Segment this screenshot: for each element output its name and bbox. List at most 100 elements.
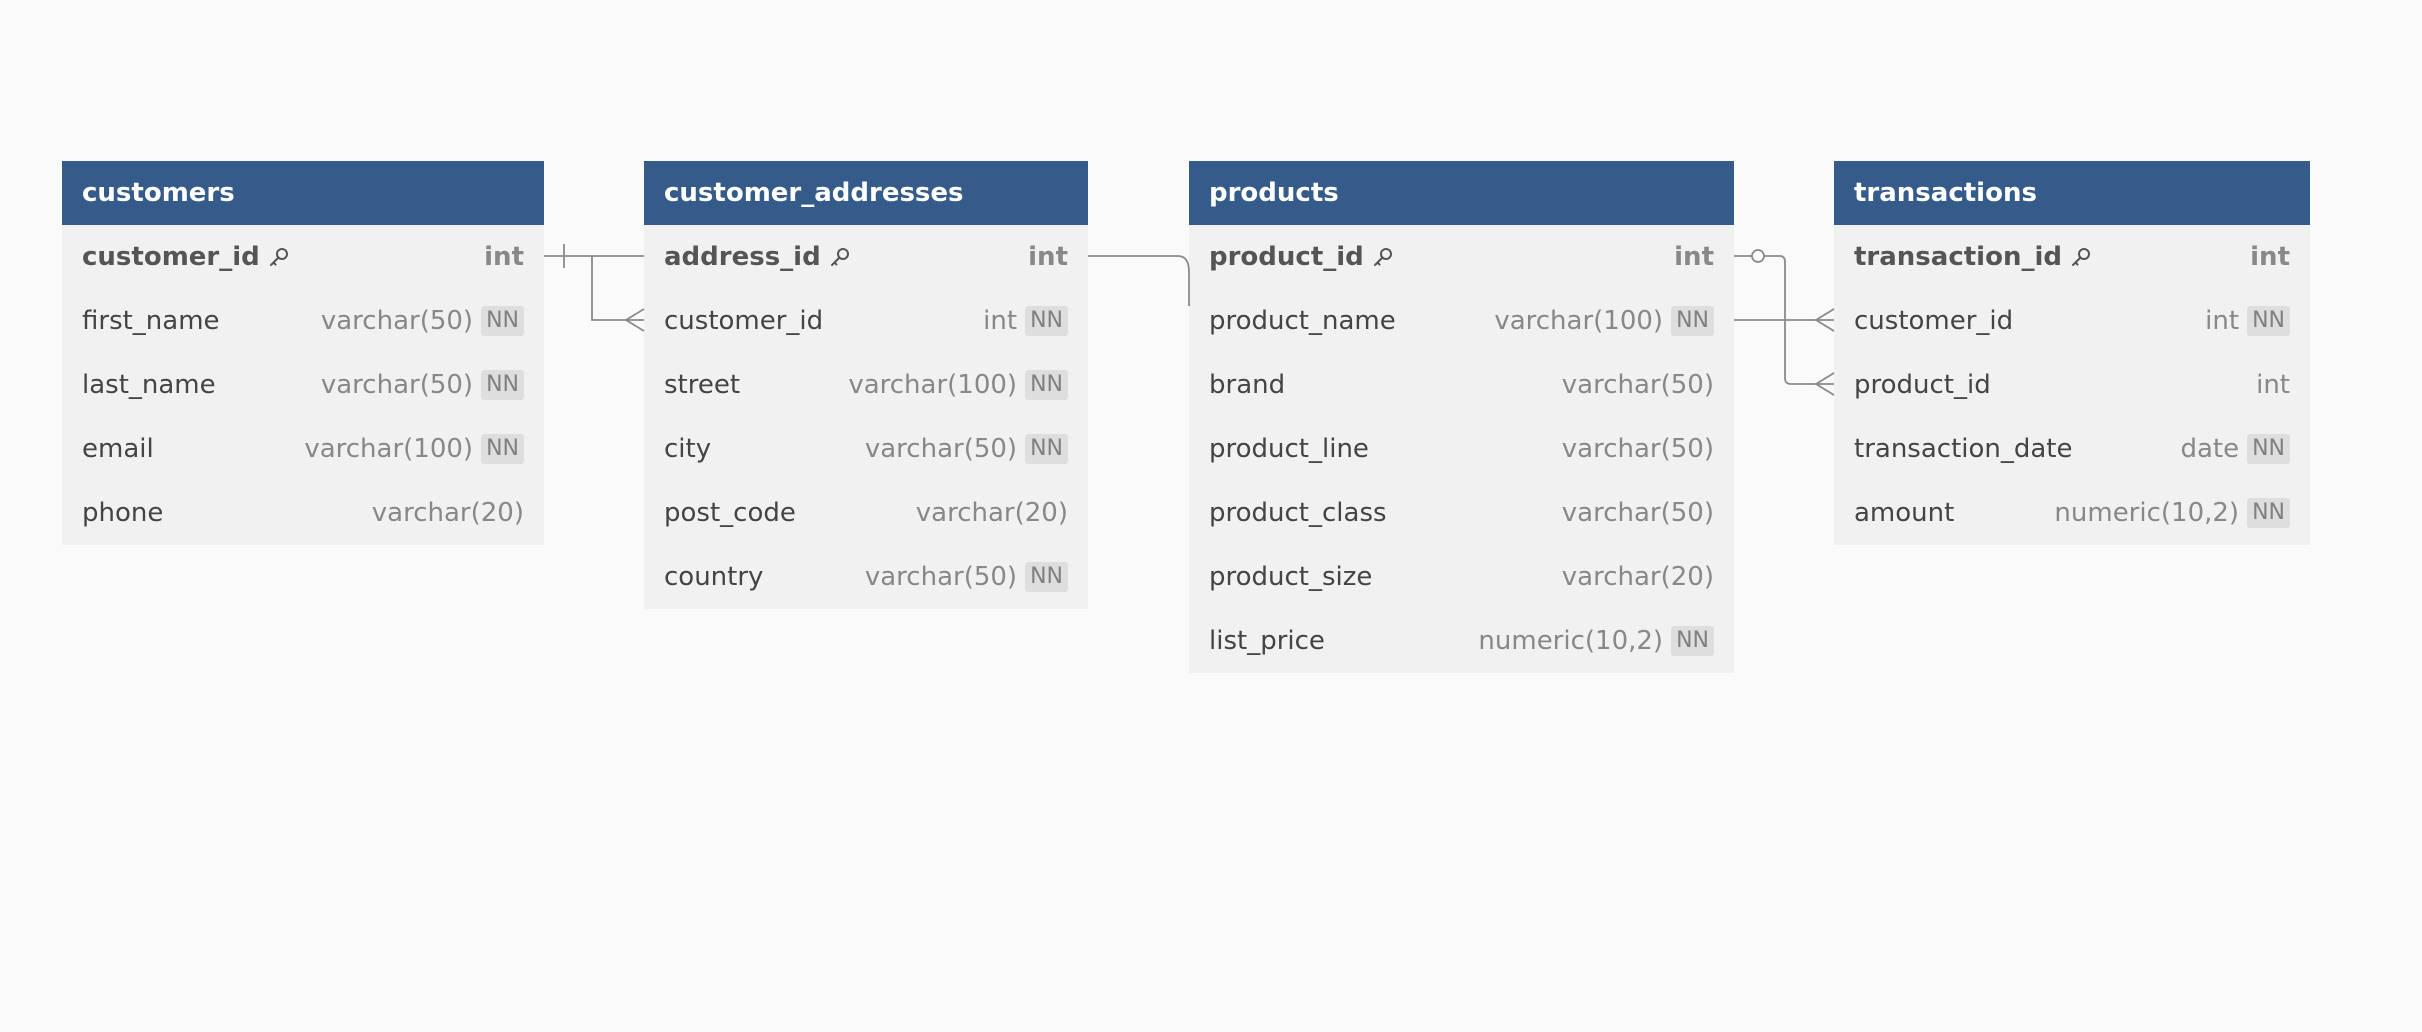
column-type: int [2205,306,2240,336]
crowfoot-many-marker [1814,372,1835,396]
column-type: int [1674,242,1714,272]
column-row-brand[interactable]: brand varchar(50) [1189,353,1734,417]
column-row-street[interactable]: street varchar(100)NN [644,353,1088,417]
connector-customers-addresses-branch [591,256,644,321]
column-name: address_id [664,242,821,272]
column-row-product-class[interactable]: product_class varchar(50) [1189,481,1734,545]
column-type: varchar(50) [1561,370,1714,400]
table-header[interactable]: products [1189,161,1734,225]
column-name: transaction_date [1854,434,2073,464]
not-null-badge: NN [481,306,524,336]
column-row-email[interactable]: email varchar(100)NN [62,417,544,481]
column-row-country[interactable]: country varchar(50)NN [644,545,1088,609]
column-name: customer_id [664,306,824,336]
column-name: brand [1209,370,1286,400]
column-name: last_name [82,370,216,400]
not-null-badge: NN [1671,626,1714,656]
column-row-first-name[interactable]: first_name varchar(50)NN [62,289,544,353]
column-type: varchar(50) [1561,498,1714,528]
column-row-post-code[interactable]: post_code varchar(20) [644,481,1088,545]
not-null-badge: NN [1025,370,1068,400]
column-name: country [664,562,764,592]
column-name: transaction_id [1854,242,2062,272]
not-null-badge: NN [1025,306,1068,336]
column-row-address-id[interactable]: address_id int [644,225,1088,289]
column-row-amount[interactable]: amount numeric(10,2)NN [1834,481,2310,545]
column-type: varchar(50) [320,370,474,400]
column-row-city[interactable]: city varchar(50)NN [644,417,1088,481]
column-row-last-name[interactable]: last_name varchar(50)NN [62,353,544,417]
zero-marker [1751,249,1765,263]
not-null-badge: NN [2247,434,2290,464]
column-row-transaction-id[interactable]: transaction_id int [1834,225,2310,289]
column-type: numeric(10,2) [2054,498,2240,528]
column-type: int [983,306,1018,336]
column-name: street [664,370,741,400]
column-row-product-size[interactable]: product_size varchar(20) [1189,545,1734,609]
crowfoot-many-marker [624,308,645,332]
column-name: product_size [1209,562,1373,592]
column-name: city [664,434,712,464]
column-type: varchar(50) [864,434,1018,464]
column-type: varchar(50) [1561,434,1714,464]
column-name: product_line [1209,434,1369,464]
column-type: varchar(50) [320,306,474,336]
column-name: first_name [82,306,220,336]
column-name: product_id [1854,370,1991,400]
column-name: customer_id [1854,306,2014,336]
column-type: numeric(10,2) [1478,626,1664,656]
column-type: varchar(100) [304,434,474,464]
column-name: product_id [1209,242,1364,272]
table-header[interactable]: customers [62,161,544,225]
column-name: phone [82,498,164,528]
column-type: varchar(20) [915,498,1068,528]
connector-products-transactions [1764,255,1834,385]
column-type: int [2250,242,2290,272]
connector-addresses-products [1088,255,1190,306]
column-type: varchar(50) [864,562,1018,592]
not-null-badge: NN [2247,306,2290,336]
column-row-phone[interactable]: phone varchar(20) [62,481,544,545]
column-type: int [2256,370,2290,400]
column-row-product-id[interactable]: product_id int [1834,353,2310,417]
column-row-list-price[interactable]: list_price numeric(10,2)NN [1189,609,1734,673]
column-name: list_price [1209,626,1325,656]
not-null-badge: NN [481,370,524,400]
column-type: int [484,242,524,272]
not-null-badge: NN [1671,306,1714,336]
primary-key-icon [2071,248,2090,266]
crowfoot-many-marker [1814,308,1835,332]
column-row-customer-id[interactable]: customer_id int [62,225,544,289]
primary-key-icon [830,248,849,266]
table-header[interactable]: customer_addresses [644,161,1088,225]
column-type: varchar(100) [848,370,1018,400]
not-null-badge: NN [1025,434,1068,464]
column-type: varchar(100) [1494,306,1664,336]
column-name: post_code [664,498,796,528]
not-null-badge: NN [1025,562,1068,592]
column-name: email [82,434,154,464]
column-name: customer_id [82,242,260,272]
table-header[interactable]: transactions [1834,161,2310,225]
column-type: varchar(20) [1561,562,1714,592]
column-type: varchar(20) [371,498,524,528]
column-name: product_class [1209,498,1387,528]
column-type: int [1028,242,1068,272]
not-null-badge: NN [481,434,524,464]
column-row-product-line[interactable]: product_line varchar(50) [1189,417,1734,481]
column-name: amount [1854,498,1955,528]
column-row-product-id[interactable]: product_id int [1189,225,1734,289]
primary-key-icon [269,248,288,266]
primary-key-icon [1373,248,1392,266]
not-null-badge: NN [2247,498,2290,528]
column-type: date [2180,434,2240,464]
